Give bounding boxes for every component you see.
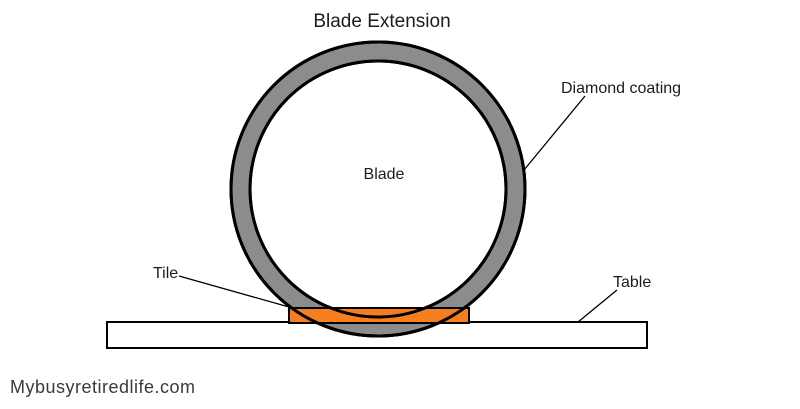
watermark-text: Mybusyretiredlife.com <box>10 377 196 397</box>
table-label: Table <box>613 274 651 291</box>
tile-leader-line <box>178 275 290 308</box>
blade-label: Blade <box>364 166 405 183</box>
diamond-coating-leader-line <box>523 95 586 171</box>
diamond-coating-label: Diamond coating <box>561 80 681 97</box>
diagram-title: Blade Extension <box>313 11 450 32</box>
ring-outer-outline-overlay <box>229 40 527 338</box>
ring-inner-outline-overlay <box>248 59 508 319</box>
tile-label: Tile <box>153 265 178 282</box>
table-leader-line <box>577 289 618 323</box>
